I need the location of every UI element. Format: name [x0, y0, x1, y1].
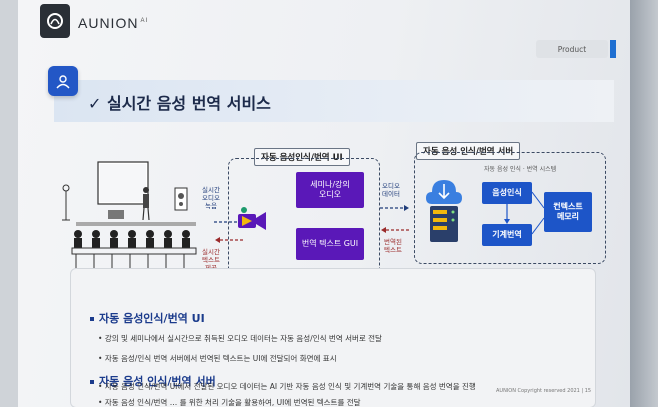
video-camera-icon	[236, 206, 270, 238]
user-voice-icon	[48, 66, 78, 96]
company-logo	[40, 4, 70, 38]
section1-title: 자동 음성인식/번역 UI	[90, 310, 205, 326]
section2-title: 자동 음성 인식/번역 서버	[90, 373, 216, 389]
section1-item: • 강의 및 세미나에서 실시간으로 취득된 오디오 데이터는 자동 음성/인식…	[98, 334, 382, 343]
product-tab[interactable]: Product	[536, 40, 608, 58]
context-memory-box: 컨텍스트 메모리	[544, 192, 592, 232]
audio-data-label: 오디오 데이터	[382, 182, 400, 199]
translated-text-label: 번역된 텍스트	[384, 238, 402, 255]
memory-link-icon	[532, 191, 545, 235]
machine-translation-box: 기계번역	[482, 224, 532, 246]
arrow-right-2-icon	[380, 205, 409, 211]
cloud-server-icon	[422, 172, 466, 248]
seminar-audio-box: 세미나/강의 오디오	[296, 172, 364, 208]
arrow-down-icon	[504, 204, 510, 224]
server-subtitle: 자동 음성 인식 · 번역 시스템	[484, 166, 557, 173]
arrow-left-2-icon	[381, 227, 410, 233]
server-dashed-box	[414, 152, 606, 264]
speech-recognition-box: 음성인식	[482, 182, 532, 204]
title-band	[54, 80, 614, 122]
translated-text-gui-box: 번역 텍스트 GUI	[296, 228, 364, 260]
description-panel	[70, 268, 596, 407]
realtime-audio-label: 실시간 오디오 녹음	[202, 186, 220, 211]
arrow-left-icon	[215, 237, 244, 243]
monitor-bezel	[630, 0, 658, 407]
section2-item: • 자동 음성 인식/번역 UI에서 전달된 오디오 데이터는 AI 기반 자동…	[98, 382, 476, 391]
footer-copyright: AUNION Copyright reserved 2021 | 15	[496, 388, 592, 394]
section2-item: • 자동 음성 인식/번역 … 를 위한 처리 기술을 활용하여, UI에 번역…	[98, 398, 361, 407]
section1-item: • 자동 음성/인식 번역 서버에서 번역된 텍스트는 UI에 전달되어 화면에…	[98, 354, 337, 363]
product-tab-indicator	[610, 40, 616, 58]
page-title: ✓ 실시간 음성 번역 서비스	[88, 94, 271, 113]
lecture-hall-illustration	[62, 161, 197, 272]
logo-mark-icon	[47, 13, 63, 29]
